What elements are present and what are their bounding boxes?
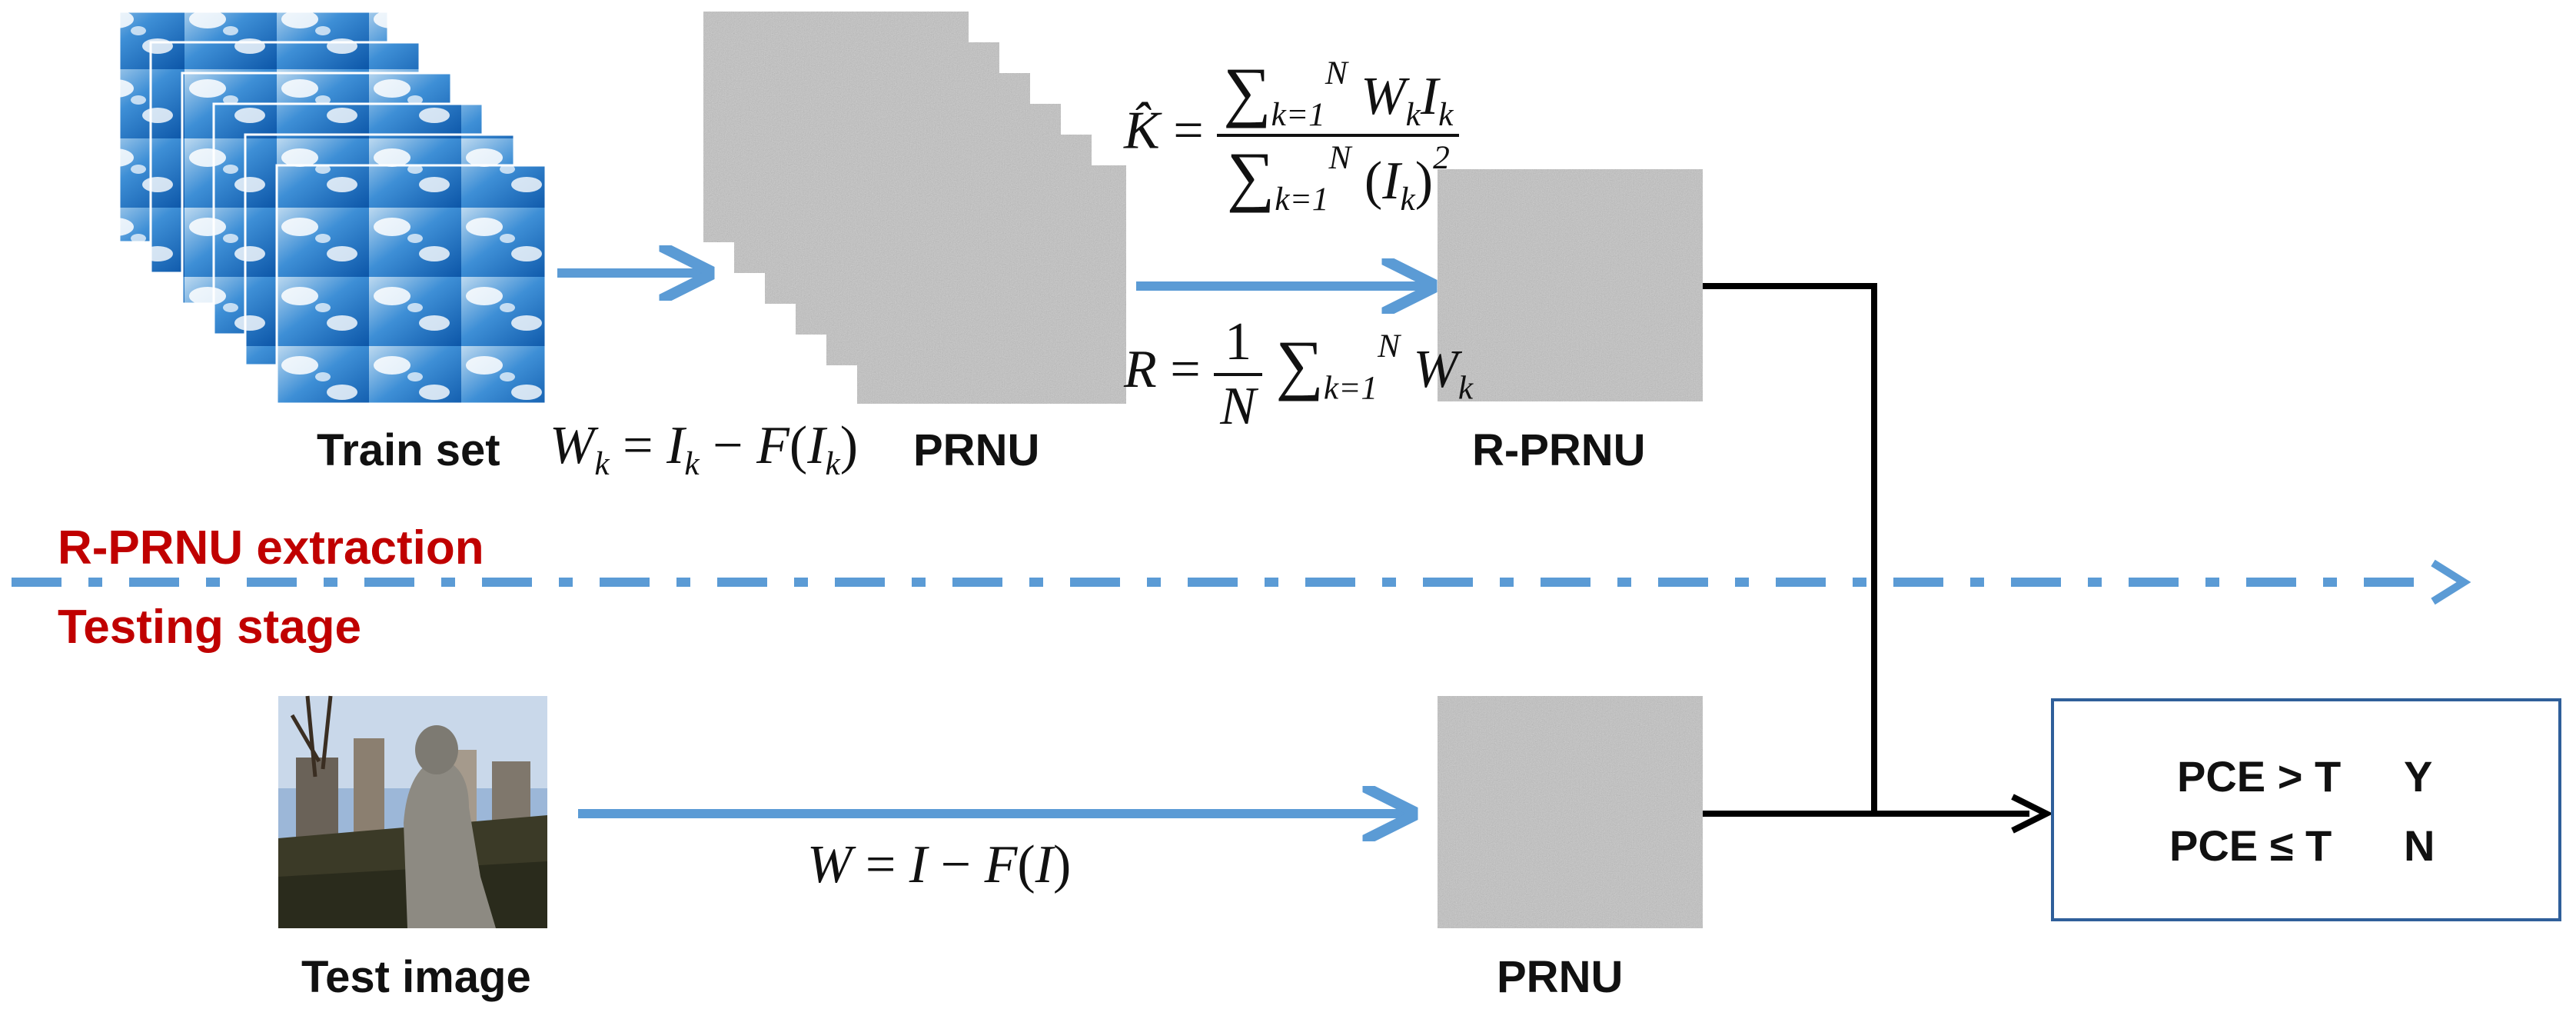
train-set-label: Train set — [317, 425, 500, 475]
formula-k-hat: K̂ = ∑k=1N WkIk ∑k=1N (Ik)2 — [1124, 52, 1460, 218]
test-prnu-image — [1436, 694, 1704, 930]
decision-rule-2-condition: PCE ≤ T — [2169, 821, 2332, 870]
connector-rprnu-to-decision — [1703, 283, 1877, 814]
prnu-noise-stack — [702, 10, 1128, 405]
formula-w: W = I − F(I) — [807, 835, 1072, 894]
r-prnu-label: R-PRNU — [1472, 425, 1646, 475]
decision-box: PCE > T Y PCE ≤ T N — [2051, 698, 2561, 921]
train-set-image-stack — [118, 10, 547, 405]
decision-rule-1-condition: PCE > T — [2177, 752, 2342, 801]
decision-arrowhead — [2011, 794, 2053, 834]
prnu-top-label: PRNU — [913, 425, 1040, 475]
test-image-label: Test image — [301, 952, 531, 1002]
stage-separator-arrowhead — [2431, 559, 2471, 605]
formula-r: R = 1 N ∑k=1N Wk — [1124, 312, 1474, 436]
testing-stage-label: Testing stage — [58, 601, 362, 654]
test-image-photo — [278, 695, 547, 928]
decision-rule-1-result: Y — [2404, 752, 2433, 801]
formula-wk: Wk = Ik − F(Ik) — [550, 416, 859, 483]
decision-rule-2-result: N — [2404, 821, 2435, 870]
prnu-bottom-label: PRNU — [1497, 952, 1624, 1002]
r-prnu-image — [1436, 168, 1704, 403]
extraction-stage-label: R-PRNU extraction — [58, 521, 484, 574]
